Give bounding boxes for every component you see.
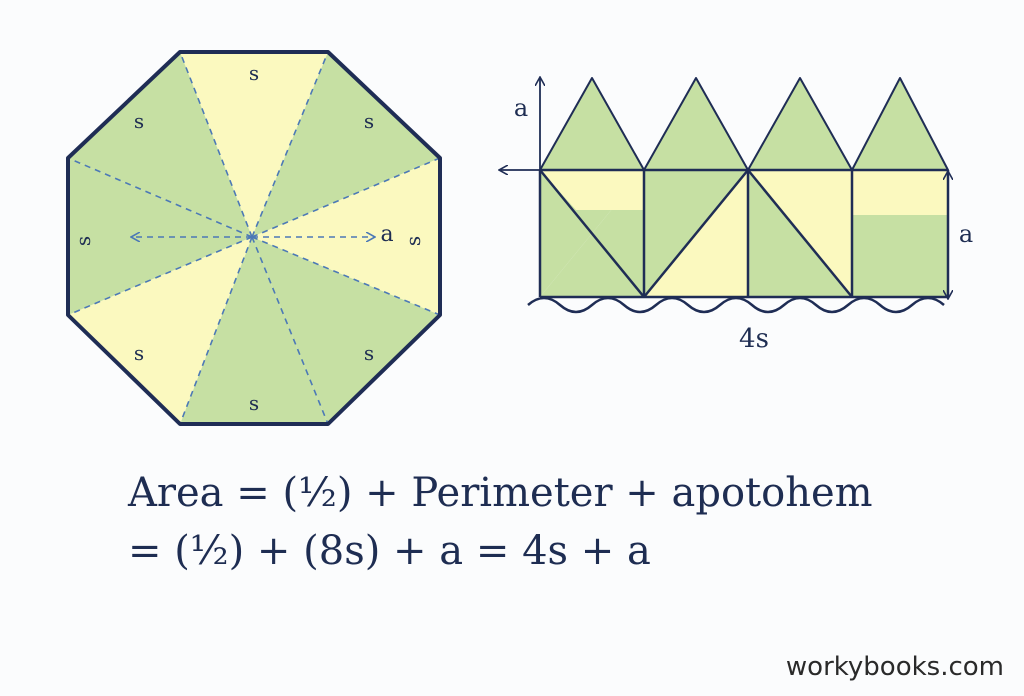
octagon-outline [66, 50, 442, 426]
side-label-bottom-left: s [134, 341, 144, 365]
octagon: s s s s s s s s a [66, 50, 442, 426]
side-label-right: s [401, 236, 425, 246]
top-triangle [747, 77, 853, 171]
octagon-sector [252, 237, 440, 424]
apothem-label: a [380, 222, 393, 247]
top-triangle [851, 77, 949, 171]
side-label-bottom: s [249, 391, 259, 415]
side-label-bottom-right: s [364, 341, 374, 365]
side-label-top-left: s [134, 109, 144, 133]
dimension-arrows [500, 78, 948, 298]
rearranged-triangles: a a 4s [500, 78, 973, 354]
height-label-top: a [514, 94, 528, 122]
band-piece [852, 170, 948, 215]
brand-watermark: workybooks.com [785, 652, 1004, 682]
wavy-base [527, 296, 945, 314]
octagon-radii [67, 51, 441, 425]
side-label-left: s [71, 236, 95, 246]
band-piece [540, 170, 644, 210]
formula-line-2: = (½) + (8s) + a = 4s + a [128, 528, 651, 574]
top-triangle [539, 77, 645, 171]
octagon-sector [68, 237, 252, 424]
octagon-sector [180, 237, 328, 424]
top-triangle [643, 77, 749, 171]
octagon-sector [180, 52, 328, 237]
side-label-top-right: s [364, 109, 374, 133]
octagon-sector [252, 52, 440, 237]
geometry-diagram: s s s s s s s s a [66, 50, 973, 426]
base-label: 4s [739, 324, 769, 354]
side-label-top: s [249, 61, 259, 85]
height-label-right: a [959, 220, 973, 248]
octagon-sector [68, 52, 252, 237]
formula-line-1: Area = (½) + Perimeter + apotohem [128, 470, 873, 516]
